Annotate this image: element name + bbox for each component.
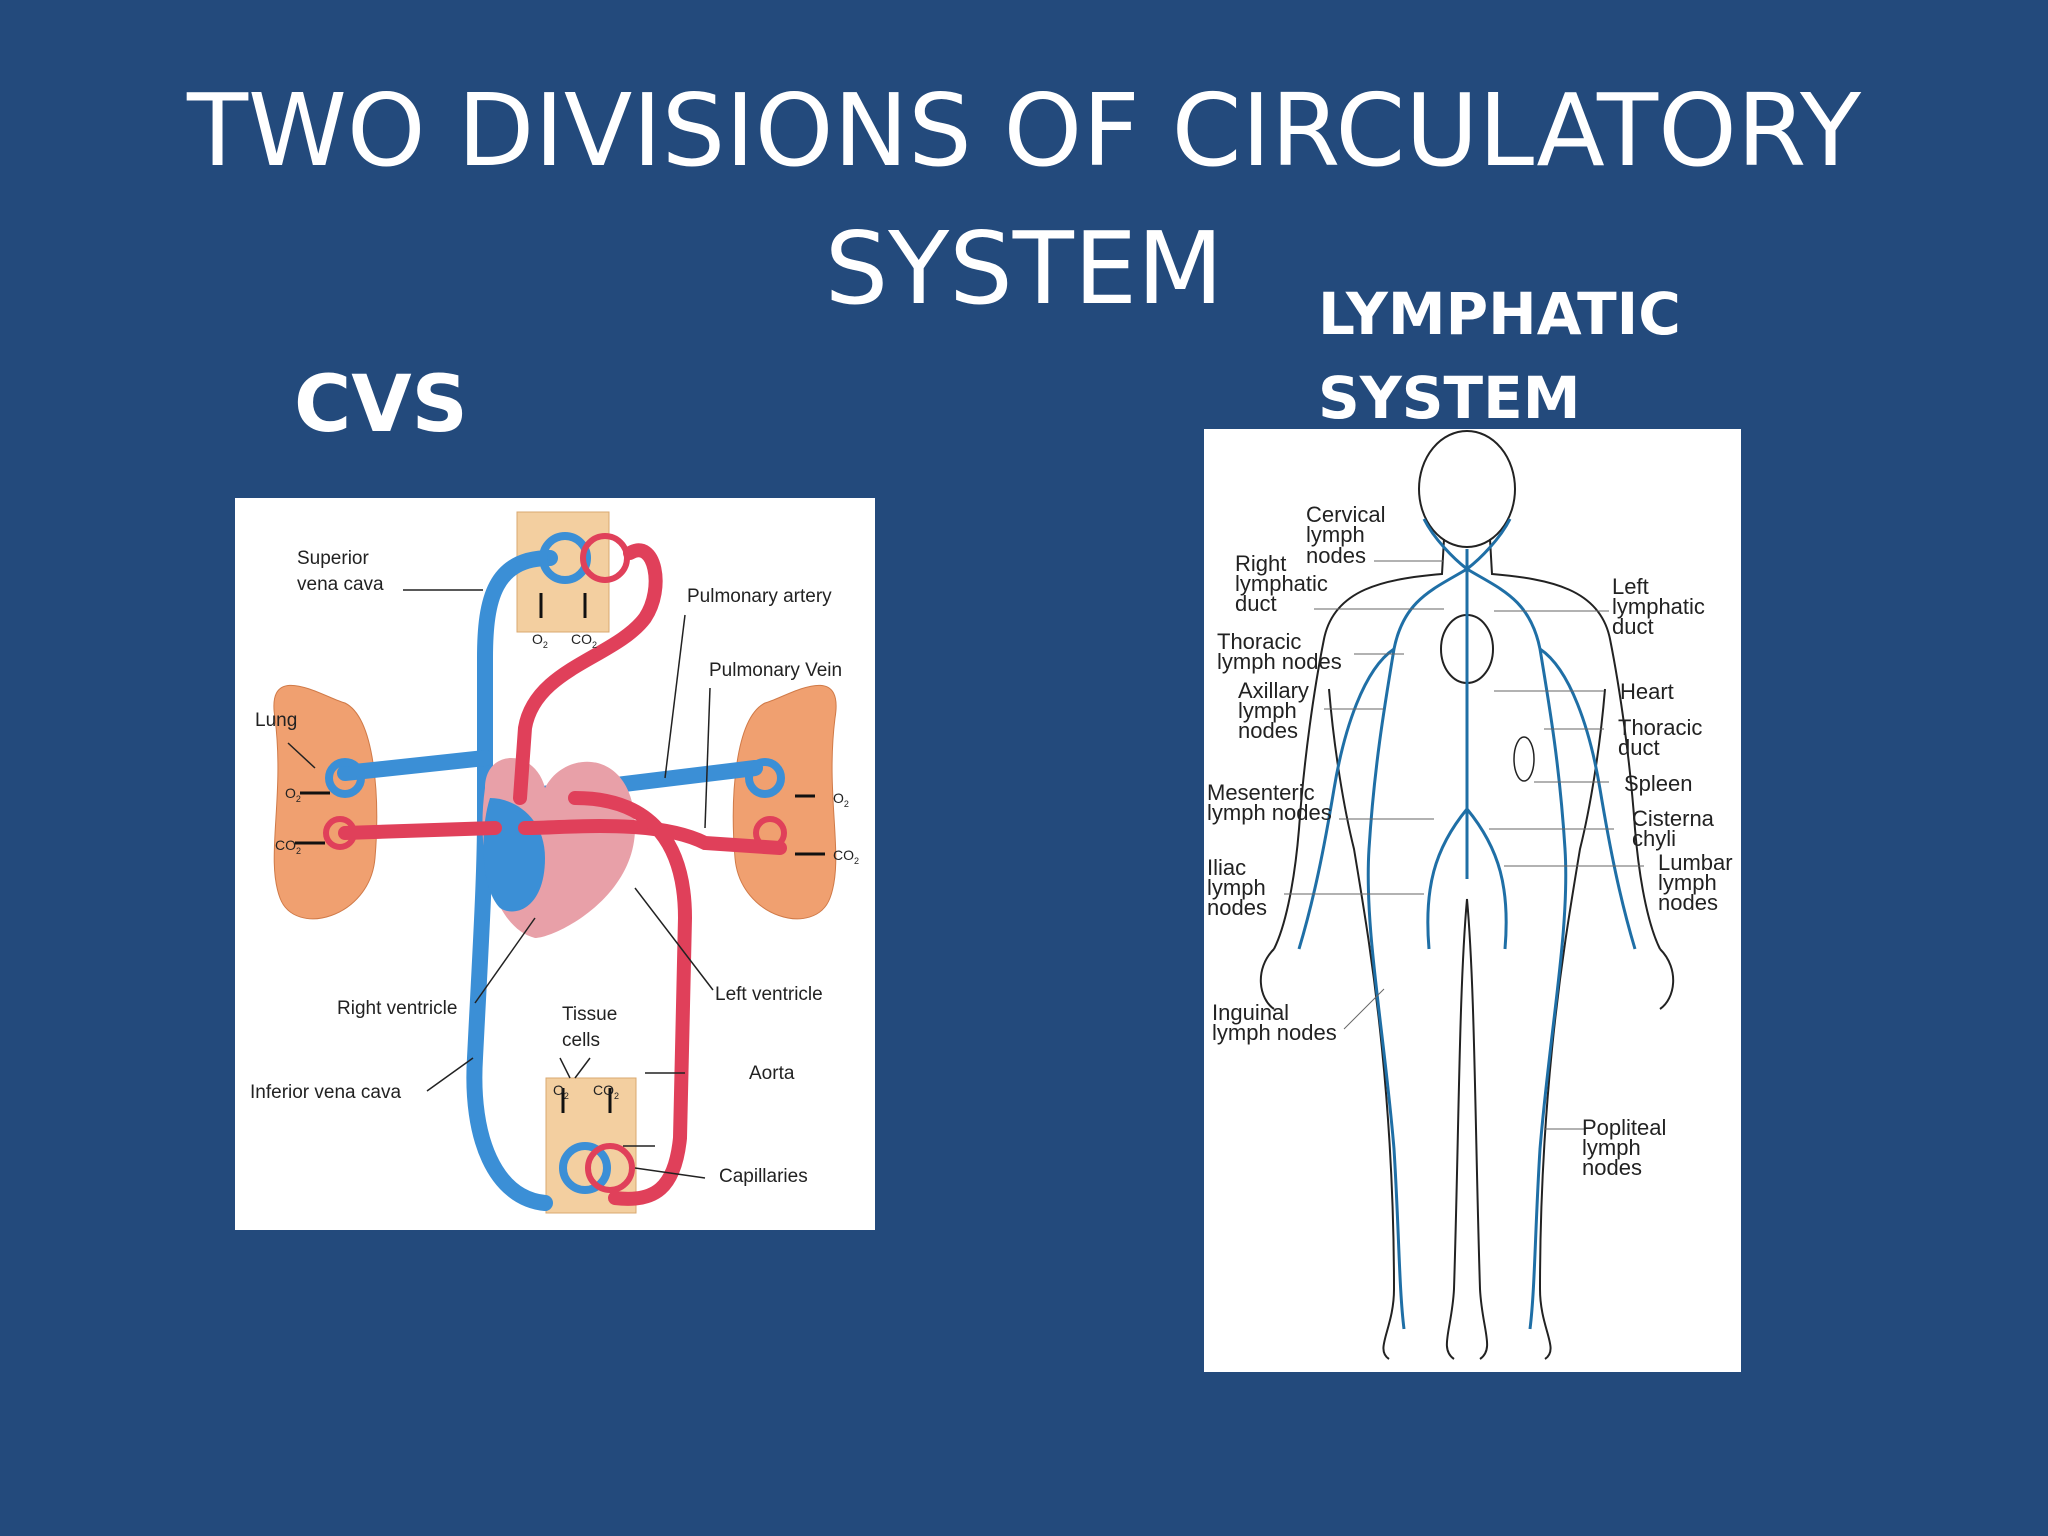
label-co2-left-lung: CO2: [275, 837, 301, 856]
label-pulmonary-artery: Pulmonary artery: [687, 586, 832, 607]
label-cervical-3: nodes: [1306, 543, 1366, 568]
lymph-vessels: [1297, 518, 1637, 1330]
label-inguinal-2: lymph nodes: [1212, 1020, 1337, 1045]
label-co2-lung: CO2: [571, 631, 597, 650]
flow-arrows: [295, 593, 825, 1113]
body-outline: [1259, 430, 1675, 1360]
cvs-diagram-svg: Superior vena cava Pulmonary artery Pulm…: [250, 511, 859, 1214]
cvs-heading: CVS: [294, 360, 468, 450]
right-lung: [732, 684, 837, 920]
lung-capillary-block: [516, 511, 610, 633]
label-lumbar-1: Lumbar: [1658, 850, 1733, 875]
label-tissue-cells-2: cells: [562, 1030, 600, 1051]
label-spleen: Spleen: [1624, 771, 1693, 796]
cvs-diagram: Superior vena cava Pulmonary artery Pulm…: [235, 498, 875, 1230]
label-co2-right-lung: CO2: [833, 847, 859, 866]
slide-title: TWO DIVISIONS OF CIRCULATORY SYSTEM: [0, 62, 2048, 338]
label-popliteal-1: Popliteal: [1582, 1115, 1666, 1140]
lymphatic-heading-line-1: LYMPHATIC: [1318, 280, 1681, 348]
label-thoracic-nodes-2: lymph nodes: [1217, 649, 1342, 674]
label-lumbar-3: nodes: [1658, 890, 1718, 915]
label-o2-right-lung: O2: [833, 790, 849, 809]
label-cervical-2: lymph: [1306, 522, 1365, 547]
label-aorta: Aorta: [749, 1063, 795, 1084]
label-inguinal-1: Inguinal: [1212, 1000, 1289, 1025]
label-mesenteric-1: Mesenteric: [1207, 780, 1315, 805]
label-iliac-2: lymph: [1207, 875, 1266, 900]
slide-title-line-1: TWO DIVISIONS OF CIRCULATORY: [186, 72, 1862, 189]
label-inferior-vena-cava: Inferior vena cava: [250, 1082, 401, 1103]
label-thoracic-nodes-1: Thoracic: [1217, 629, 1301, 654]
lymphatic-heading-line-2: SYSTEM: [1318, 364, 1581, 432]
lymphatic-heading: LYMPHATIC SYSTEM: [1318, 272, 1681, 440]
label-right-lymphatic-1: Right: [1235, 551, 1286, 576]
label-axillary-1: Axillary: [1238, 678, 1309, 703]
spleen-shape: [1513, 736, 1535, 782]
capillary-arteries: [323, 533, 787, 1193]
label-iliac-3: nodes: [1207, 895, 1267, 920]
arteries: [338, 543, 787, 1206]
capillary-veins: [325, 532, 785, 1194]
label-o2-lung: O2: [532, 631, 548, 650]
label-axillary-3: nodes: [1238, 718, 1298, 743]
label-cisterna-2: chyli: [1632, 826, 1676, 851]
label-axillary-2: lymph: [1238, 698, 1297, 723]
lymphatic-diagram-svg: Cervical lymph nodes Right lymphatic duc…: [1207, 430, 1733, 1360]
label-popliteal-2: lymph: [1582, 1135, 1641, 1160]
label-left-lymphatic-1: Left: [1612, 574, 1649, 599]
label-superior-vena-cava-1: Superior: [297, 548, 369, 569]
label-capillaries: Capillaries: [719, 1166, 808, 1187]
label-left-lymphatic-3: duct: [1612, 614, 1654, 639]
label-popliteal-3: nodes: [1582, 1155, 1642, 1180]
label-mesenteric-2: lymph nodes: [1207, 800, 1332, 825]
label-right-lymphatic-3: duct: [1235, 591, 1277, 616]
label-cisterna-1: Cisterna: [1632, 806, 1715, 831]
label-lung: Lung: [255, 710, 297, 731]
label-superior-vena-cava-2: vena cava: [297, 574, 384, 595]
label-cervical-1: Cervical: [1306, 502, 1385, 527]
label-co2-tissue: CO2: [593, 1082, 619, 1101]
leader-lines: [287, 589, 714, 1179]
slide-title-line-2: SYSTEM: [824, 210, 1224, 327]
left-lung: [273, 684, 378, 920]
label-o2-tissue: O2: [553, 1082, 569, 1101]
lymphatic-diagram: Cervical lymph nodes Right lymphatic duc…: [1204, 429, 1741, 1372]
label-iliac-1: Iliac: [1207, 855, 1246, 880]
label-lumbar-2: lymph: [1658, 870, 1717, 895]
label-thoracic-duct-1: Thoracic: [1618, 715, 1702, 740]
label-tissue-cells-1: Tissue: [562, 1004, 617, 1025]
label-left-ventricle: Left ventricle: [715, 984, 823, 1005]
label-thoracic-duct-2: duct: [1618, 735, 1660, 760]
label-right-ventricle: Right ventricle: [337, 998, 457, 1019]
lymph-leader-lines: [1284, 560, 1644, 1130]
label-pulmonary-vein: Pulmonary Vein: [709, 660, 842, 681]
label-heart: Heart: [1620, 679, 1674, 704]
label-left-lymphatic-2: lymphatic: [1612, 594, 1705, 619]
label-right-lymphatic-2: lymphatic: [1235, 571, 1328, 596]
label-o2-left-lung: O2: [285, 785, 301, 804]
